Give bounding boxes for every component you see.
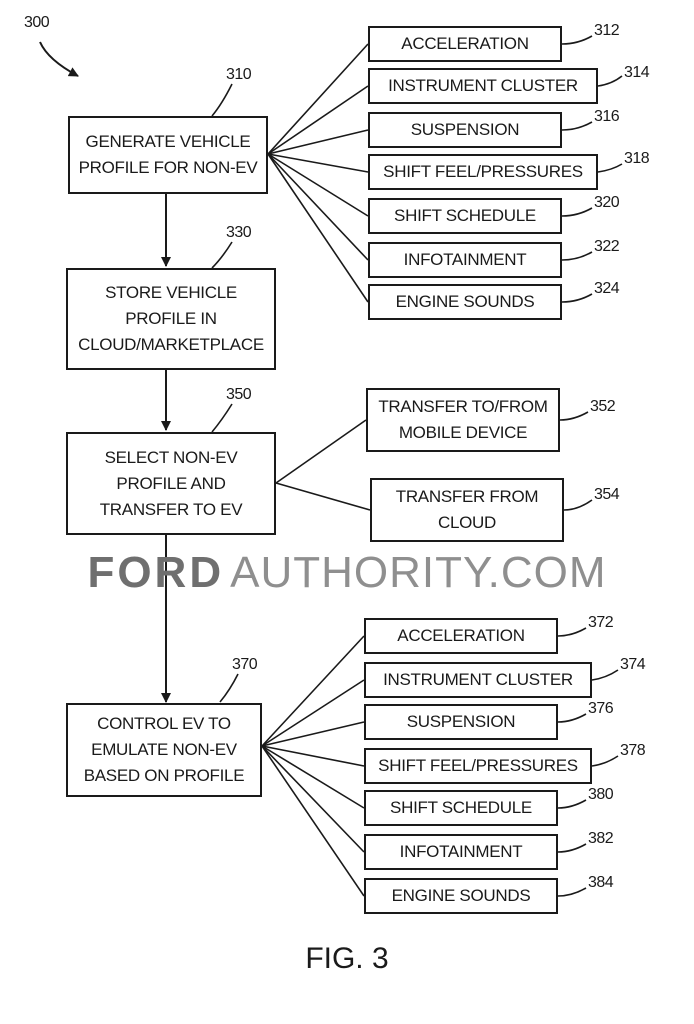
profile-item-ref: 312 [594, 22, 620, 39]
watermark-rest: AUTHORITY.COM [230, 548, 607, 597]
figure-caption: FIG. 3 [305, 942, 389, 975]
profile-item-instrument-cluster: INSTRUMENT CLUSTER [368, 68, 598, 104]
step-ref-310: 310 [226, 66, 252, 83]
transfer-item-ref: 352 [590, 398, 616, 415]
control-item-infotainment: INFOTAINMENT [364, 834, 558, 870]
control-item-ref: 376 [588, 700, 614, 717]
profile-item-ref: 318 [624, 150, 650, 167]
step-box-control-ev: CONTROL EV TO EMULATE NON-EV BASED ON PR… [66, 703, 262, 797]
profile-item-ref: 316 [594, 108, 620, 125]
control-item-shift-schedule: SHIFT SCHEDULE [364, 790, 558, 826]
profile-item-shift-schedule: SHIFT SCHEDULE [368, 198, 562, 234]
diagram-pointer-arrow [39, 41, 79, 77]
control-item-instrument-cluster: INSTRUMENT CLUSTER [364, 662, 592, 698]
control-item-ref: 374 [620, 656, 646, 673]
profile-item-shift-feel: SHIFT FEEL/PRESSURES [368, 154, 598, 190]
control-item-ref: 384 [588, 874, 614, 891]
step-ref-330: 330 [226, 224, 252, 241]
profile-item-engine-sounds: ENGINE SOUNDS [368, 284, 562, 320]
leader-lines [211, 35, 623, 897]
profile-item-suspension: SUSPENSION [368, 112, 562, 148]
step-box-store-profile: STORE VEHICLE PROFILE IN CLOUD/MARKETPLA… [66, 268, 276, 370]
transfer-item-ref: 354 [594, 486, 620, 503]
control-item-shift-feel: SHIFT FEEL/PRESSURES [364, 748, 592, 784]
control-item-ref: 378 [620, 742, 646, 759]
control-item-suspension: SUSPENSION [364, 704, 558, 740]
fan-lines-310 [267, 43, 369, 303]
control-item-ref: 372 [588, 614, 614, 631]
control-item-ref: 380 [588, 786, 614, 803]
step-ref-350: 350 [226, 386, 252, 403]
step-box-generate-profile: GENERATE VEHICLE PROFILE FOR NON-EV [68, 116, 268, 194]
step-box-select-transfer: SELECT NON-EV PROFILE AND TRANSFER TO EV [66, 432, 276, 535]
control-item-acceleration: ACCELERATION [364, 618, 558, 654]
control-item-engine-sounds: ENGINE SOUNDS [364, 878, 558, 914]
fan-lines-370 [261, 635, 365, 897]
profile-item-ref: 322 [594, 238, 620, 255]
diagram-number: 300 [24, 14, 50, 31]
transfer-item-mobile-device: TRANSFER TO/FROM MOBILE DEVICE [366, 388, 560, 452]
control-item-ref: 382 [588, 830, 614, 847]
profile-item-ref: 314 [624, 64, 650, 81]
watermark-brand: FORD [87, 548, 225, 597]
profile-item-ref: 320 [594, 194, 620, 211]
fan-lines-350 [275, 419, 371, 511]
profile-item-acceleration: ACCELERATION [368, 26, 562, 62]
transfer-item-cloud: TRANSFER FROM CLOUD [370, 478, 564, 542]
profile-item-infotainment: INFOTAINMENT [368, 242, 562, 278]
profile-item-ref: 324 [594, 280, 620, 297]
step-ref-370: 370 [232, 656, 258, 673]
